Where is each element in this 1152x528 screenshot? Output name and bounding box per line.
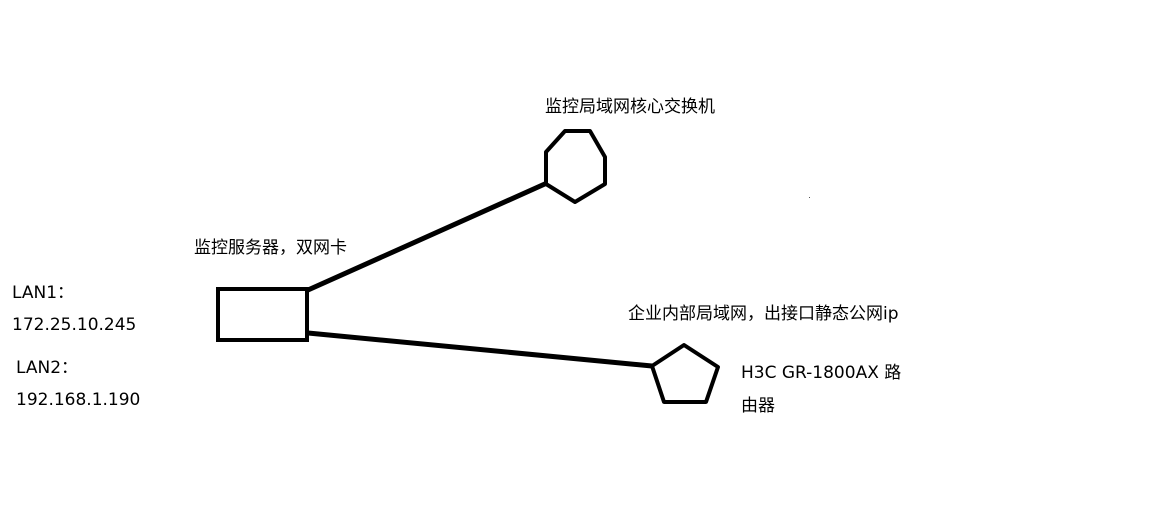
stray-dot [809, 197, 810, 198]
router-label-line-2: 由器 [741, 396, 775, 416]
switch-node [544, 129, 607, 204]
router-node [650, 343, 720, 404]
edge-server-router [305, 330, 655, 369]
lan2-ip: 192.168.1.190 [16, 390, 141, 410]
enterprise-lan-label: 企业内部局域网，出接口静态公网ip [628, 304, 899, 324]
server-label: 监控服务器，双网卡 [194, 238, 347, 258]
server-node [216, 287, 309, 342]
lan1-ip: 172.25.10.245 [12, 315, 137, 335]
lan1-label: LAN1： [12, 283, 75, 303]
router-label-line-1: H3C GR-1800AX 路 [741, 363, 902, 383]
lan2-label: LAN2： [16, 358, 79, 378]
edge-server-switch [305, 180, 550, 293]
switch-label: 监控局域网核心交换机 [545, 97, 715, 117]
